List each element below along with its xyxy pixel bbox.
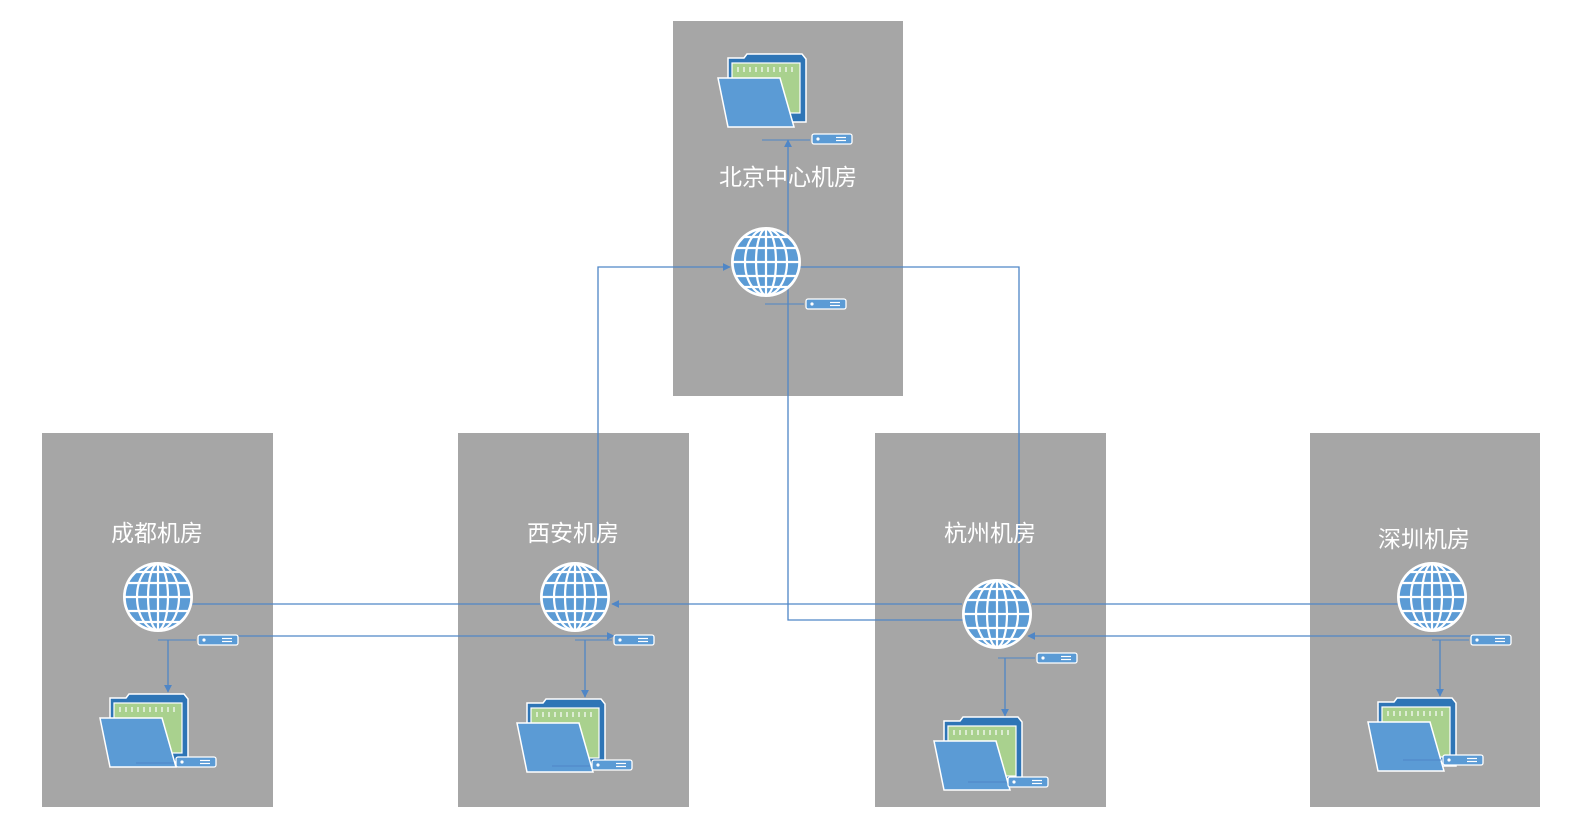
globe-icon [121,560,195,634]
room-label-beijing: 北京中心机房 [719,165,857,191]
globe-icon [1395,560,1469,634]
folder-icon [99,693,189,768]
server-icon [591,759,633,771]
globe-icon [538,560,612,634]
server-icon [197,634,239,646]
globe-icon [729,225,803,299]
server-icon [1007,776,1049,788]
room-beijing: 北京中心机房 [717,53,857,310]
room-hangzhou: 杭州机房 [933,521,1078,791]
server-icon [613,634,655,646]
globe-icon [960,577,1034,651]
server-icon [175,756,217,768]
connectors [164,139,1472,717]
server-icon [1036,652,1078,664]
room-label-xian: 西安机房 [527,521,619,547]
folder-icon [717,53,807,128]
connector-xian-beijing-globe [597,263,731,604]
room-shenzhen: 深圳机房 [1367,527,1512,772]
room-label-chengdu: 成都机房 [111,521,203,547]
room-chengdu: 成都机房 [99,521,239,768]
server-icon [1470,634,1512,646]
server-icon [811,133,853,145]
connector-hangzhou-beijing-folder [784,139,1019,621]
server-icon [805,298,847,310]
room-xian: 西安机房 [516,521,655,773]
server-icon [1442,754,1484,766]
connector-beijing-hangzhou-globe [800,266,1020,620]
room-label-hangzhou: 杭州机房 [944,521,1036,547]
room-label-shenzhen: 深圳机房 [1378,527,1470,553]
